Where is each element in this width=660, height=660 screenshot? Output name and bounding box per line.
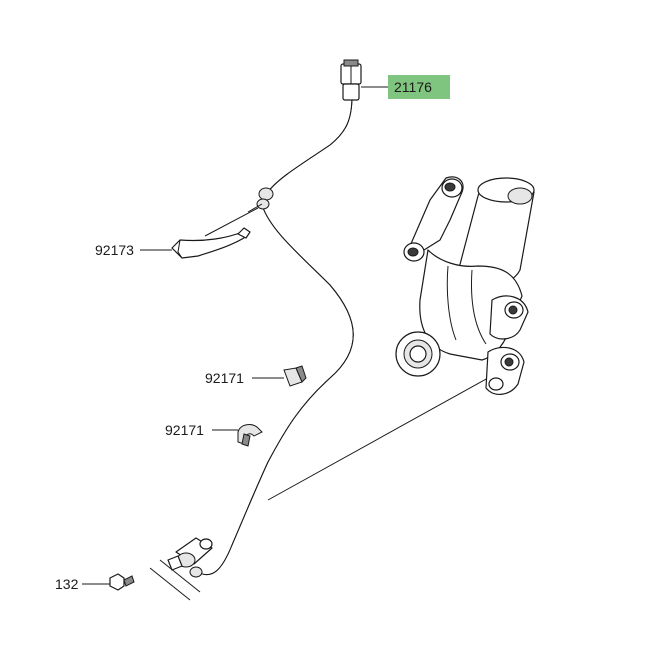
sensor-head	[167, 537, 213, 578]
leader-bracket-arm	[204, 207, 259, 237]
guide-line-upper	[247, 203, 263, 213]
part-label-sensor: 21176	[394, 79, 432, 95]
part-label-clamp-upper: 92171	[205, 370, 244, 386]
clamp-lower	[237, 424, 263, 447]
dashed-guide	[149, 567, 191, 601]
steering-knuckle	[395, 176, 535, 395]
sensor-connector	[340, 59, 362, 101]
dashed-guide-2	[159, 559, 201, 593]
cable-grommet	[256, 187, 274, 210]
part-label-bracket: 92173	[95, 242, 134, 258]
clamp-upper	[283, 365, 307, 387]
cable-bracket	[171, 227, 251, 259]
guide-line-lower	[267, 377, 489, 501]
sensor-cable	[197, 95, 354, 576]
bolt	[109, 573, 135, 591]
part-label-clamp-lower: 92171	[165, 422, 204, 438]
part-label-bolt: 132	[55, 576, 79, 592]
highlight-box-sensor	[388, 75, 450, 99]
